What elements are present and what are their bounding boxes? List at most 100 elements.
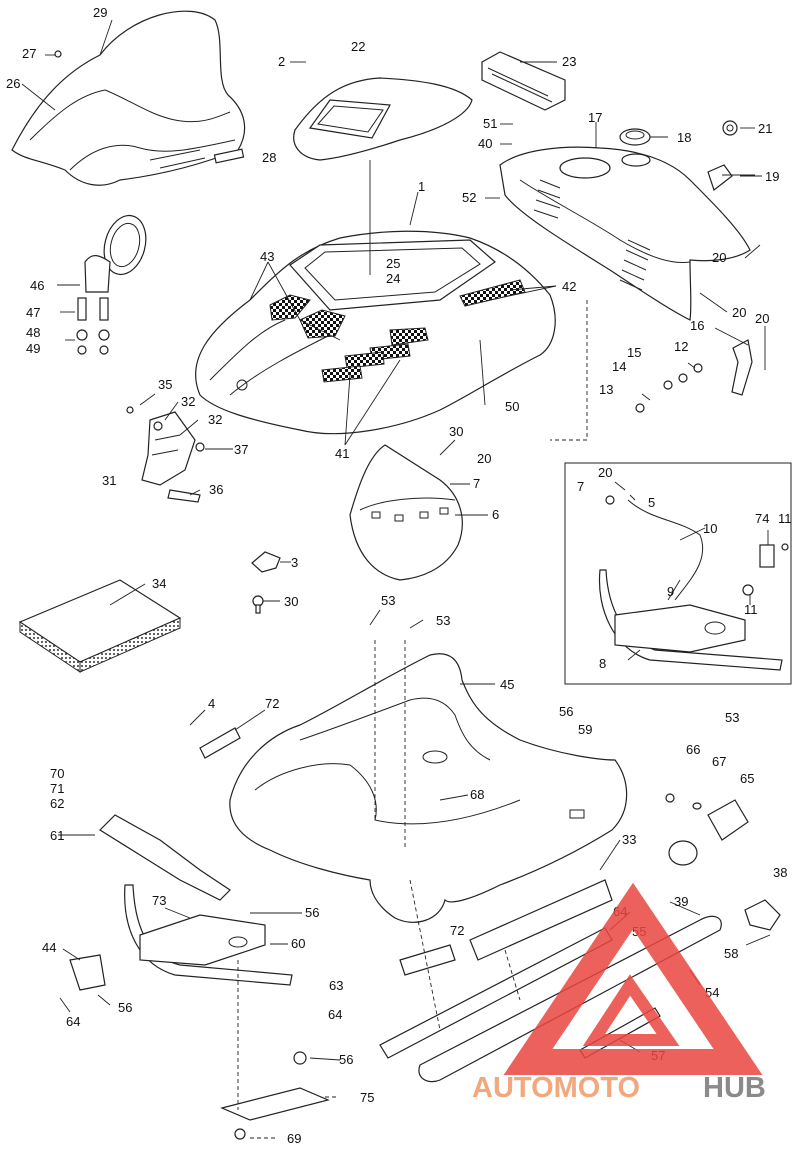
washer-15-part (678, 373, 688, 383)
callout-49: 49 (26, 341, 40, 356)
callout-50: 50 (505, 399, 519, 414)
callout-44: 44 (42, 940, 56, 955)
callout-19: 19 (765, 169, 779, 184)
callout-56b: 56 (305, 905, 319, 920)
mirror-part (76, 214, 147, 355)
callout-46: 46 (30, 278, 44, 293)
callout-15: 15 (627, 345, 641, 360)
clip-3-part (251, 551, 281, 573)
callout-56d: 56 (339, 1052, 353, 1067)
handle-61-part (99, 814, 231, 901)
callout-17: 17 (588, 110, 602, 125)
callout-7a: 7 (473, 476, 480, 491)
callout-8: 8 (599, 656, 606, 671)
callout-43: 43 (260, 249, 274, 264)
callout-27: 27 (22, 46, 36, 61)
callout-56c: 56 (118, 1000, 132, 1015)
callout-32b: 32 (208, 412, 222, 427)
screw-27-part (54, 50, 62, 58)
callout-59: 59 (578, 722, 592, 737)
callout-70: 70 (50, 766, 64, 781)
callout-16: 16 (690, 318, 704, 333)
callout-58: 58 (724, 946, 738, 961)
skid-plate-part (220, 1051, 330, 1140)
callout-20c: 20 (755, 311, 769, 326)
callout-6: 6 (492, 507, 499, 522)
callout-33: 33 (622, 832, 636, 847)
leader-lines (21, 19, 771, 1139)
watermark-logo (503, 882, 763, 1075)
callout-62: 62 (50, 796, 64, 811)
callout-38: 38 (773, 865, 787, 880)
side-cover-part (349, 444, 463, 581)
callout-20b: 20 (732, 305, 746, 320)
callout-13: 13 (599, 382, 613, 397)
callout-61: 61 (50, 828, 64, 843)
cover-plate-part (665, 793, 749, 866)
bracket-44-part (69, 954, 106, 991)
callout-10: 10 (703, 521, 717, 536)
callout-74: 74 (755, 511, 769, 526)
callout-14: 14 (612, 359, 626, 374)
callout-64b: 64 (328, 1007, 342, 1022)
hood-part (195, 230, 556, 435)
bracket-19-part (707, 164, 755, 191)
watermark-text-hub: HUB (703, 1072, 766, 1104)
cap-ring-part (619, 128, 651, 146)
nut-12-part (693, 363, 703, 373)
bracket-16-part (731, 339, 753, 396)
callout-37: 37 (234, 442, 248, 457)
callout-2: 2 (278, 54, 285, 69)
callout-36: 36 (209, 482, 223, 497)
inset-bumper-part (564, 462, 792, 685)
bolt-13-part (635, 403, 645, 413)
callout-40: 40 (478, 136, 492, 151)
callout-26: 26 (6, 76, 20, 91)
callout-7b: 7 (577, 479, 584, 494)
callout-65: 65 (740, 771, 754, 786)
callout-35: 35 (158, 377, 172, 392)
callout-21: 21 (758, 121, 772, 136)
bolt-11-part (781, 543, 789, 551)
callout-72a: 72 (265, 696, 279, 711)
front-bumper-part (124, 884, 293, 986)
callout-18: 18 (677, 130, 691, 145)
callout-20e: 20 (598, 465, 612, 480)
callout-22: 22 (351, 39, 365, 54)
callout-20a: 20 (712, 250, 726, 265)
callout-52: 52 (462, 190, 476, 205)
callout-28: 28 (262, 150, 276, 165)
callout-25: 25 (386, 256, 400, 271)
callout-66: 66 (686, 742, 700, 757)
callout-53a: 53 (381, 593, 395, 608)
callout-56a: 56 (559, 704, 573, 719)
callout-64c: 64 (66, 1014, 80, 1029)
callout-30b: 30 (284, 594, 298, 609)
plate-72a-part (199, 727, 241, 759)
callout-67: 67 (712, 754, 726, 769)
callout-53c: 53 (725, 710, 739, 725)
callout-9: 9 (667, 584, 674, 599)
callout-41: 41 (335, 446, 349, 461)
belly-pan-part (229, 653, 628, 923)
washer-11-part (742, 584, 754, 596)
callout-47: 47 (26, 305, 40, 320)
callout-69: 69 (287, 1131, 301, 1146)
screw-30-part (252, 595, 264, 614)
callout-11a: 11 (778, 511, 792, 526)
console-part (293, 51, 566, 161)
callout-30a: 30 (449, 424, 463, 439)
callout-72b: 72 (450, 923, 464, 938)
callout-11b: 11 (744, 602, 758, 617)
callout-20d: 20 (477, 451, 491, 466)
callout-34: 34 (152, 576, 166, 591)
callout-42: 42 (562, 279, 576, 294)
callout-32a: 32 (181, 394, 195, 409)
callout-12: 12 (674, 339, 688, 354)
bracket-38-part (744, 899, 781, 931)
washer-7-part (605, 495, 615, 505)
callout-53b: 53 (436, 613, 450, 628)
callout-71: 71 (50, 781, 64, 796)
